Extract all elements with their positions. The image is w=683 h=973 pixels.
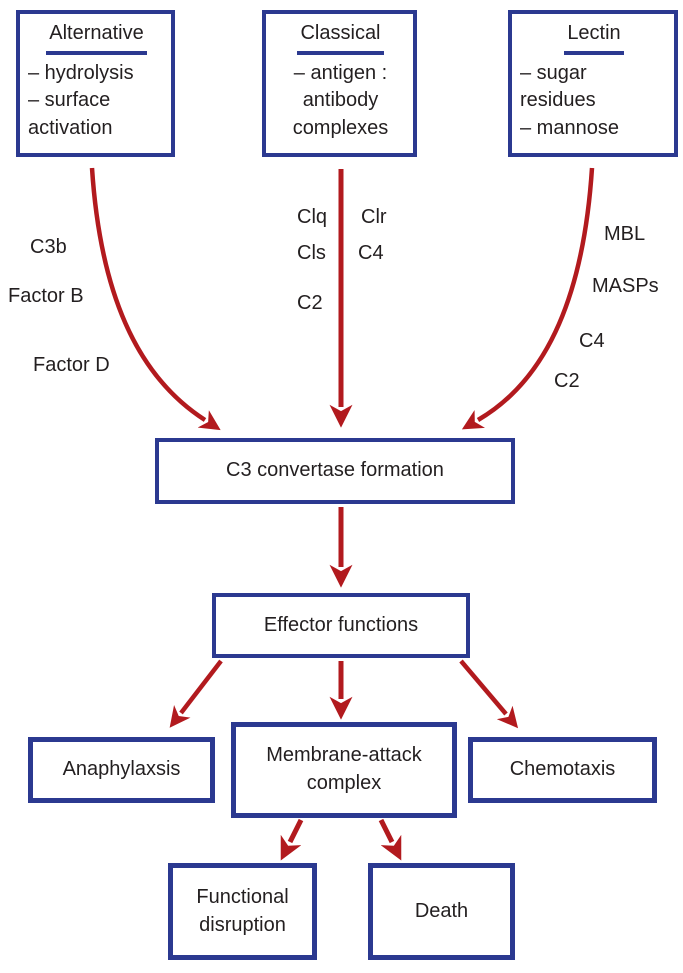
arrow-mac-to-functional-disruption bbox=[280, 818, 304, 861]
node-label: Membrane-attack complex bbox=[266, 744, 422, 794]
pathway-item: – antigen : antibody complexes bbox=[292, 61, 389, 139]
label-c2-lectin: C2 bbox=[554, 370, 580, 392]
node-label: C3 convertase formation bbox=[226, 459, 444, 482]
label-masps: MASPs bbox=[592, 275, 659, 297]
node-label: Anaphylaxsis bbox=[62, 758, 181, 781]
label-c2-classical: C2 bbox=[297, 292, 323, 314]
arrow-lectin-to-c3 bbox=[461, 167, 595, 430]
node-membrane-attack-complex: Membrane-attack complex bbox=[231, 722, 457, 818]
pathway-heading-wrap: Lectin bbox=[520, 20, 668, 60]
node-death: Death bbox=[368, 863, 515, 960]
label-mbl: MBL bbox=[604, 223, 646, 245]
node-anaphylaxsis: Anaphylaxsis bbox=[28, 737, 215, 803]
pathway-heading-wrap: Classical bbox=[274, 20, 407, 60]
label-clr: Clr bbox=[361, 206, 387, 228]
arrow-mac-to-death bbox=[378, 818, 402, 861]
label-c4-lectin: C4 bbox=[579, 330, 605, 352]
label-factor-d: Factor D bbox=[33, 354, 110, 376]
node-label: Death bbox=[414, 899, 469, 922]
label-c3b: C3b bbox=[30, 236, 67, 258]
label-cls: Cls bbox=[297, 242, 326, 264]
arrow-alternative-to-c3 bbox=[89, 167, 221, 431]
label-factor-b: Factor B bbox=[8, 285, 84, 307]
node-c3-convertase-formation: C3 convertase formation bbox=[155, 438, 515, 504]
node-label: Effector functions bbox=[263, 613, 419, 636]
pathway-item: – sugar residues bbox=[520, 61, 596, 112]
pathway-title-alternative: Alternative bbox=[46, 20, 147, 55]
node-chemotaxis: Chemotaxis bbox=[468, 737, 657, 803]
label-c4-classical: C4 bbox=[358, 242, 384, 264]
label-clq: Clq bbox=[297, 206, 328, 228]
arrow-effector-to-chemotaxis bbox=[459, 659, 519, 729]
pathway-box-classical: Classical – antigen : antibody complexes bbox=[262, 10, 417, 157]
node-functional-disruption: Functional disruption bbox=[168, 863, 317, 960]
node-label: Chemotaxis bbox=[509, 758, 616, 781]
node-effector-functions: Effector functions bbox=[212, 593, 470, 658]
pathway-box-lectin: Lectin – sugar residues – mannose bbox=[508, 10, 678, 157]
pathway-item: – hydrolysis bbox=[28, 61, 134, 84]
pathway-item: – mannose bbox=[520, 116, 619, 139]
node-label: Functional disruption bbox=[196, 885, 289, 936]
pathway-title-lectin: Lectin bbox=[564, 20, 624, 55]
pathway-item: – surface activation bbox=[28, 89, 113, 139]
pathway-box-alternative: Alternative – hydrolysis – surface activ… bbox=[16, 10, 175, 157]
pathway-title-classical: Classical bbox=[297, 20, 384, 55]
arrow-effector-to-anaphylaxsis bbox=[169, 659, 223, 728]
pathway-heading-wrap: Alternative bbox=[28, 20, 165, 60]
